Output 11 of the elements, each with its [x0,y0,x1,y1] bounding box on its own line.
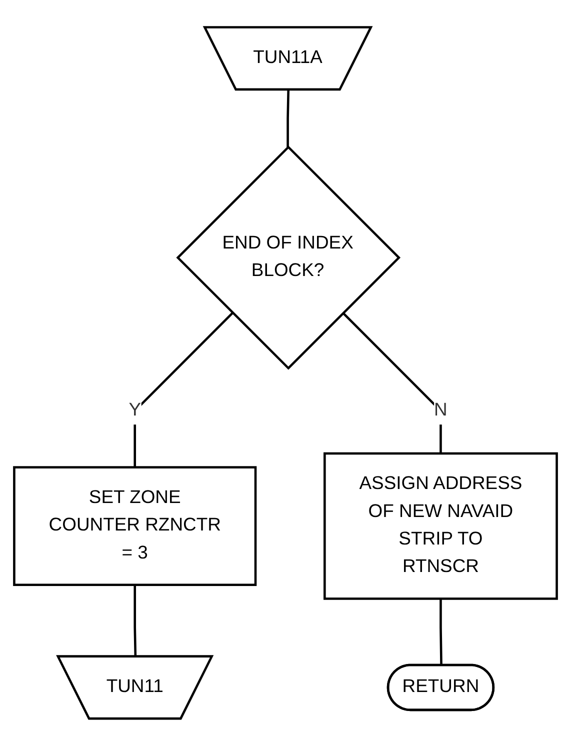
edge-label: Y [128,400,142,420]
edge-label: N [434,400,448,420]
connector [286,90,290,148]
connector [342,312,442,454]
node-box [324,452,558,600]
node-diamond [176,146,401,370]
connector [134,312,234,468]
flowchart-drawing: Y N TUN11A END OF INDEX BLOCK? SET ZONE COUNTER RZNCTR = 3 TUN11 ASSIGN ADDRESS OF NEW NAVAID STRIP TO RTNSCR RETURN [5,18,566,728]
connector [440,598,442,666]
connector [134,584,137,658]
node-box [13,466,257,586]
